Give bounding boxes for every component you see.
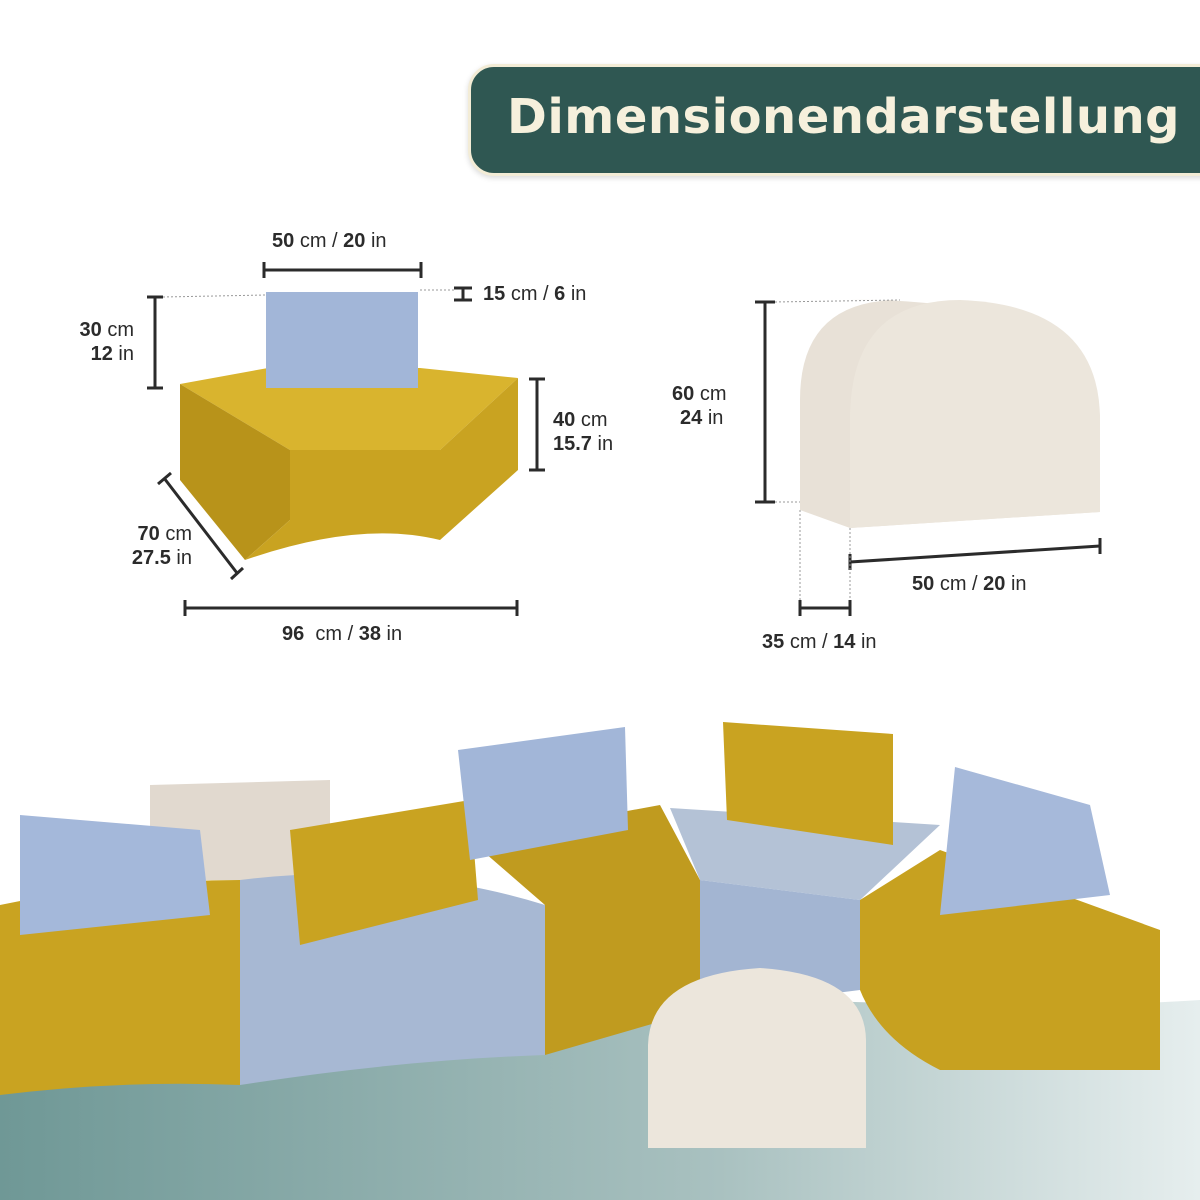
arch-depth-label: 35 cm / 14 in bbox=[762, 631, 877, 653]
page-title: Dimensionendarstellung bbox=[507, 89, 1181, 145]
sofa-arrangement bbox=[0, 722, 1160, 1148]
back-width-label: 50 cm / 20 in bbox=[272, 230, 387, 252]
back-depth-label: 15 cm / 6 in bbox=[483, 283, 587, 305]
arch-width-label: 50 cm / 20 in bbox=[912, 573, 1027, 595]
title-banner: Dimensionendarstellung bbox=[468, 64, 1200, 176]
seat-module-diagram bbox=[180, 292, 518, 560]
dimension-lines bbox=[147, 262, 1102, 616]
seat-width-label: 96 cm / 38 in bbox=[282, 623, 403, 645]
arch-module-diagram bbox=[800, 299, 1100, 528]
